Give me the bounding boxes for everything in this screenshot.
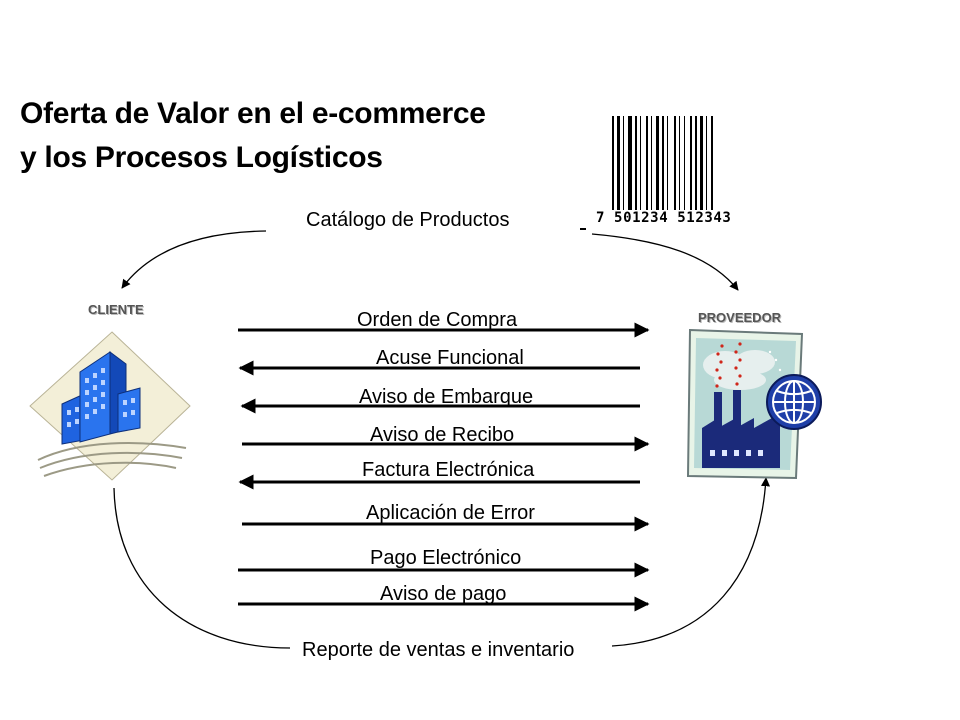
message-label: Aviso de Recibo [370,424,515,446]
proveedor-label: PROVEEDOR [698,310,782,325]
catalog-label: Catálogo de Productos [306,209,510,231]
title-line-2: y los Procesos Logísticos [20,141,383,174]
report-arrow-right [611,477,771,647]
message-arrows [238,322,650,612]
message-label: Orden de Compra [357,309,518,331]
barcode-digits: 7 501234 512343 [596,210,732,226]
message-label: Pago Electrónico [370,547,522,569]
message-label: Factura Electrónica [362,459,535,481]
catalog-arrow-left [121,230,267,289]
message-label: Acuse Funcional [376,347,524,369]
message-label: Aviso de Embarque [359,386,534,408]
message-label: Aviso de pago [380,583,507,605]
catalog-arrow-right [591,233,739,291]
report-label: Reporte de ventas e inventario [302,639,575,661]
page-title: Oferta de Valor en el e-commerce y los P… [20,92,486,180]
report-curve-left [113,487,291,649]
cliente-label: CLIENTE [88,302,144,317]
title-line-1: Oferta de Valor en el e-commerce [20,97,486,130]
message-label: Aplicación de Error [366,502,535,524]
